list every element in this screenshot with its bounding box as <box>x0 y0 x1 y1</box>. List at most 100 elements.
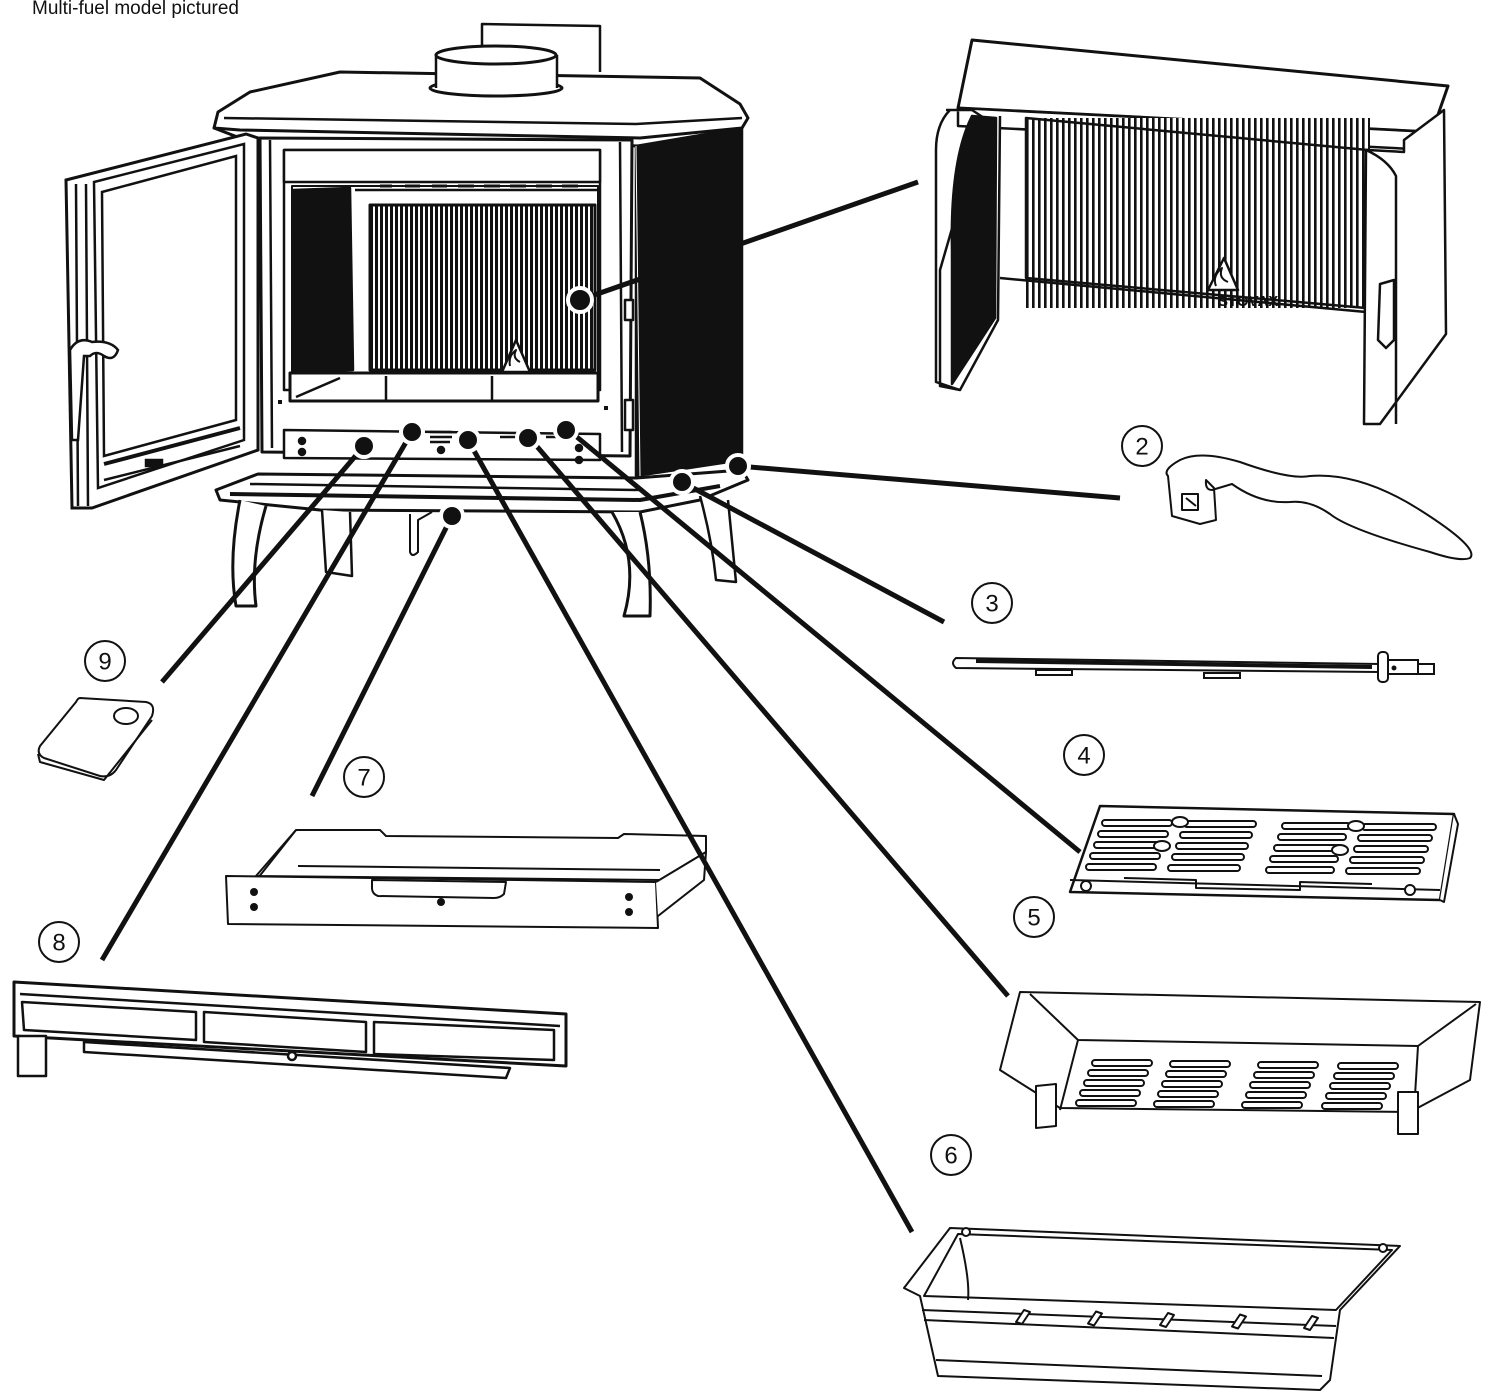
leader-dot-6 <box>455 427 481 453</box>
grate-slot <box>1357 834 1433 842</box>
carrier-slot <box>1087 1069 1149 1077</box>
leader-lines <box>99 179 1121 1234</box>
part-3-riddling-rod[interactable] <box>952 651 1435 683</box>
callout-6[interactable]: 6 <box>930 1134 972 1176</box>
grate-slot <box>1171 853 1245 861</box>
firebox-liner-installed <box>368 203 597 372</box>
callout-2-label: 2 <box>1135 434 1148 461</box>
leader-dot-5 <box>515 425 541 451</box>
carrier-slot <box>1245 1091 1307 1099</box>
part-9-spigot-cover[interactable] <box>37 697 155 781</box>
grate-slot <box>1345 867 1421 875</box>
ashpan-rib <box>1231 1313 1247 1330</box>
leader-8 <box>99 430 415 962</box>
callout-3-label: 3 <box>985 591 998 618</box>
carrier-slot <box>1161 1080 1223 1088</box>
leader-3 <box>680 479 946 625</box>
ashpan-rib <box>1015 1309 1031 1325</box>
callout-9[interactable]: 9 <box>84 640 126 682</box>
flue-collar <box>428 44 564 98</box>
grate-slot <box>1097 830 1169 838</box>
part-4-grate-plate[interactable] <box>1068 804 1459 903</box>
leader-dots <box>351 286 751 529</box>
carrier-slot <box>1241 1101 1303 1109</box>
stovax-logo-text: STOVAX <box>1218 293 1278 310</box>
leader-9 <box>160 444 366 684</box>
leader-dot-1 <box>566 286 594 314</box>
callout-7[interactable]: 7 <box>343 756 385 798</box>
grate-slot <box>1265 866 1335 874</box>
carrier-slot <box>1321 1102 1383 1110</box>
grate-slot <box>1349 856 1425 864</box>
part-5-grate-carrier[interactable] <box>999 991 1481 1135</box>
carrier-slot <box>1169 1060 1231 1068</box>
callout-2[interactable]: 2 <box>1121 425 1163 467</box>
ashpan-rib <box>1303 1315 1319 1331</box>
leader-5 <box>526 434 1010 998</box>
carrier-slot <box>1333 1072 1395 1080</box>
carrier-slot <box>1091 1059 1153 1067</box>
leader-dot-9 <box>351 433 377 459</box>
diagram-caption: Multi-fuel model pictured <box>32 0 239 19</box>
grate-slot <box>1183 820 1257 828</box>
leader-dot-7 <box>439 503 465 529</box>
leader-dot-2 <box>725 453 751 479</box>
part-7-ashpan-drawer[interactable] <box>225 829 707 929</box>
grate-boss <box>1153 840 1171 852</box>
grate-slot <box>1175 842 1249 850</box>
part-2-door-handle[interactable] <box>1165 454 1473 561</box>
carrier-slot <box>1083 1079 1145 1087</box>
leader-2 <box>737 463 1121 501</box>
ashpan-rib <box>1087 1310 1103 1327</box>
callout-7-label: 7 <box>357 765 370 792</box>
carrier-slot <box>1079 1089 1141 1097</box>
carrier-slot <box>1253 1071 1315 1079</box>
grate-slot <box>1361 823 1437 831</box>
callout-6-label: 6 <box>944 1143 957 1170</box>
stove-door <box>64 132 260 510</box>
grate-slot <box>1089 852 1161 860</box>
part-8-fuel-retainer[interactable] <box>12 980 568 1080</box>
grate-slot <box>1269 855 1339 863</box>
leader-dot-8 <box>399 419 425 445</box>
leader-dot-4 <box>553 417 579 443</box>
grate-slot <box>1353 845 1429 853</box>
grate-slot <box>1085 863 1157 871</box>
callout-9-label: 9 <box>98 649 111 676</box>
grate-boss <box>1331 844 1349 856</box>
callouts: 2 3 4 5 6 7 8 9 <box>38 425 1163 1176</box>
grate-slot <box>1281 822 1351 830</box>
carrier-slot <box>1257 1061 1319 1069</box>
carrier-slot <box>1157 1090 1219 1098</box>
carrier-slot <box>1165 1070 1227 1078</box>
leader-4 <box>564 426 1082 854</box>
callout-5-label: 5 <box>1027 905 1040 932</box>
carrier-slot <box>1153 1100 1215 1108</box>
part-6-ashpan[interactable] <box>903 1227 1401 1391</box>
grate-slot <box>1167 864 1241 872</box>
leader-6 <box>465 438 915 1234</box>
carrier-slot <box>1075 1099 1137 1107</box>
callout-3[interactable]: 3 <box>971 582 1013 624</box>
callout-5[interactable]: 5 <box>1013 896 1055 938</box>
callout-4-label: 4 <box>1077 743 1090 770</box>
grate-slot <box>1179 831 1253 839</box>
ashpan-rib <box>1159 1312 1175 1328</box>
carrier-slot <box>1337 1062 1399 1070</box>
grate-boss <box>1171 816 1189 828</box>
callout-8-label: 8 <box>52 930 65 957</box>
callout-8[interactable]: 8 <box>38 921 80 963</box>
carrier-slot <box>1249 1081 1311 1089</box>
leader-1 <box>579 179 919 303</box>
callout-4[interactable]: 4 <box>1063 734 1105 776</box>
stove-assembly <box>212 22 750 618</box>
grate-slot <box>1277 833 1347 841</box>
leader-dot-3 <box>669 469 695 495</box>
carrier-slot <box>1329 1082 1391 1090</box>
part-1-firebox-liner[interactable]: STOVAX <box>934 38 1450 426</box>
grate-slot <box>1101 819 1173 827</box>
leader-7 <box>309 514 455 798</box>
carrier-slot <box>1325 1092 1387 1100</box>
grate-boss <box>1347 820 1365 832</box>
